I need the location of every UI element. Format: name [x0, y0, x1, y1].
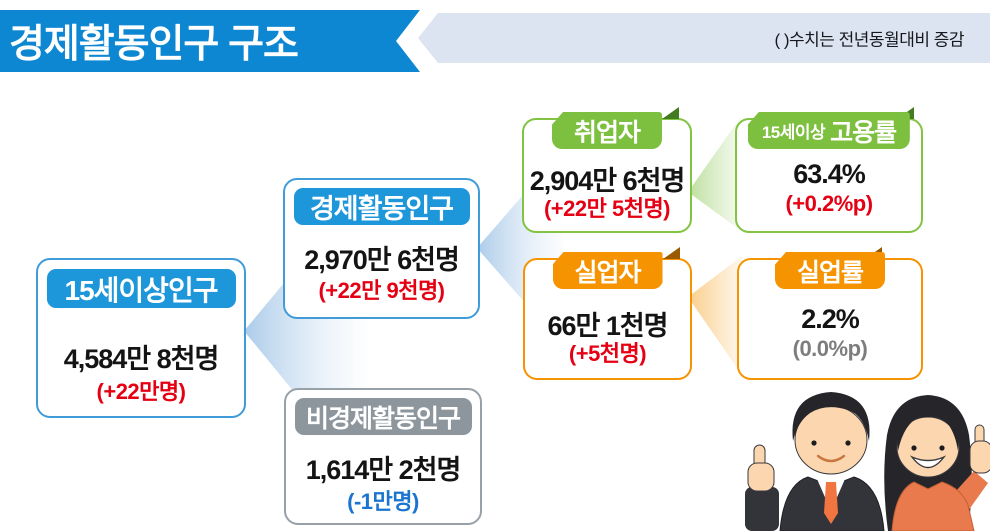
box-population-change: (+22만명) [96, 379, 186, 404]
box-employed-value: 2,904만 6천명 [529, 166, 686, 196]
woman-raising-hand [884, 395, 990, 531]
box-inactive-value: 1,614만 2천명 [305, 455, 462, 485]
box-unemployed: 실업자 66만 1천명 (+5천명) [523, 247, 692, 380]
box-employed-change: (+22만 5천명) [543, 196, 671, 221]
box-employment-rate: 15세이상 고용률 63.4% (+0.2%p) [735, 107, 923, 233]
box-active-change: (+22만 9천명) [318, 278, 445, 303]
box-economically-inactive: 비경제활동인구 1,614만 2천명 (-1만명) [284, 388, 482, 525]
box-inactive-change: (-1만명) [347, 489, 419, 514]
man-thumbs-up [745, 392, 885, 531]
box-unemployed-change: (+5천명) [568, 341, 647, 366]
box-population-label: 15세이상인구 [46, 269, 236, 308]
connector-unemployed-rate [688, 256, 742, 375]
box-active-value: 2,970만 6천명 [304, 245, 460, 275]
page-title: 경제활동인구 구조 [9, 23, 298, 66]
box-employment-rate-value: 63.4% [793, 159, 866, 189]
box-employment-rate-label-prefix: 15세이상 [761, 123, 826, 142]
box-inactive-label: 비경제활동인구 [294, 398, 472, 435]
box-unemployment-rate: 실업률 2.2% (0.0%p) [737, 247, 923, 380]
connector-employed-rate [688, 118, 740, 230]
people-illustration [745, 392, 990, 531]
legend-note: ( )수치는 전년동월대비 증감 [774, 30, 964, 50]
box-active-label: 경제활동인구 [293, 188, 470, 225]
box-unemployed-value: 66만 1천명 [547, 311, 668, 341]
box-employed-label: 취업자 [551, 112, 663, 149]
box-unemployed-label: 실업자 [552, 252, 663, 289]
box-unemployment-rate-label: 실업률 [774, 252, 886, 289]
box-unemployment-rate-change: (0.0%p) [792, 336, 868, 361]
box-population-15-and-over: 15세이상인구 4,584만 8천명 (+22만명) [36, 258, 246, 418]
box-employment-rate-label: 15세이상 고용률 [747, 112, 911, 149]
box-population-value: 4,584만 8천명 [63, 344, 220, 374]
title-bar: 경제활동인구 구조 [0, 10, 420, 72]
box-employment-rate-label-main: 고용률 [830, 118, 897, 147]
note-band: ( )수치는 전년동월대비 증감 [418, 13, 990, 63]
box-employment-rate-change: (+0.2%p) [785, 191, 873, 216]
box-employed: 취업자 2,904만 6천명 (+22만 5천명) [522, 107, 692, 233]
box-economically-active: 경제활동인구 2,970만 6천명 (+22만 9천명) [283, 178, 480, 319]
box-unemployment-rate-value: 2.2% [801, 304, 860, 334]
